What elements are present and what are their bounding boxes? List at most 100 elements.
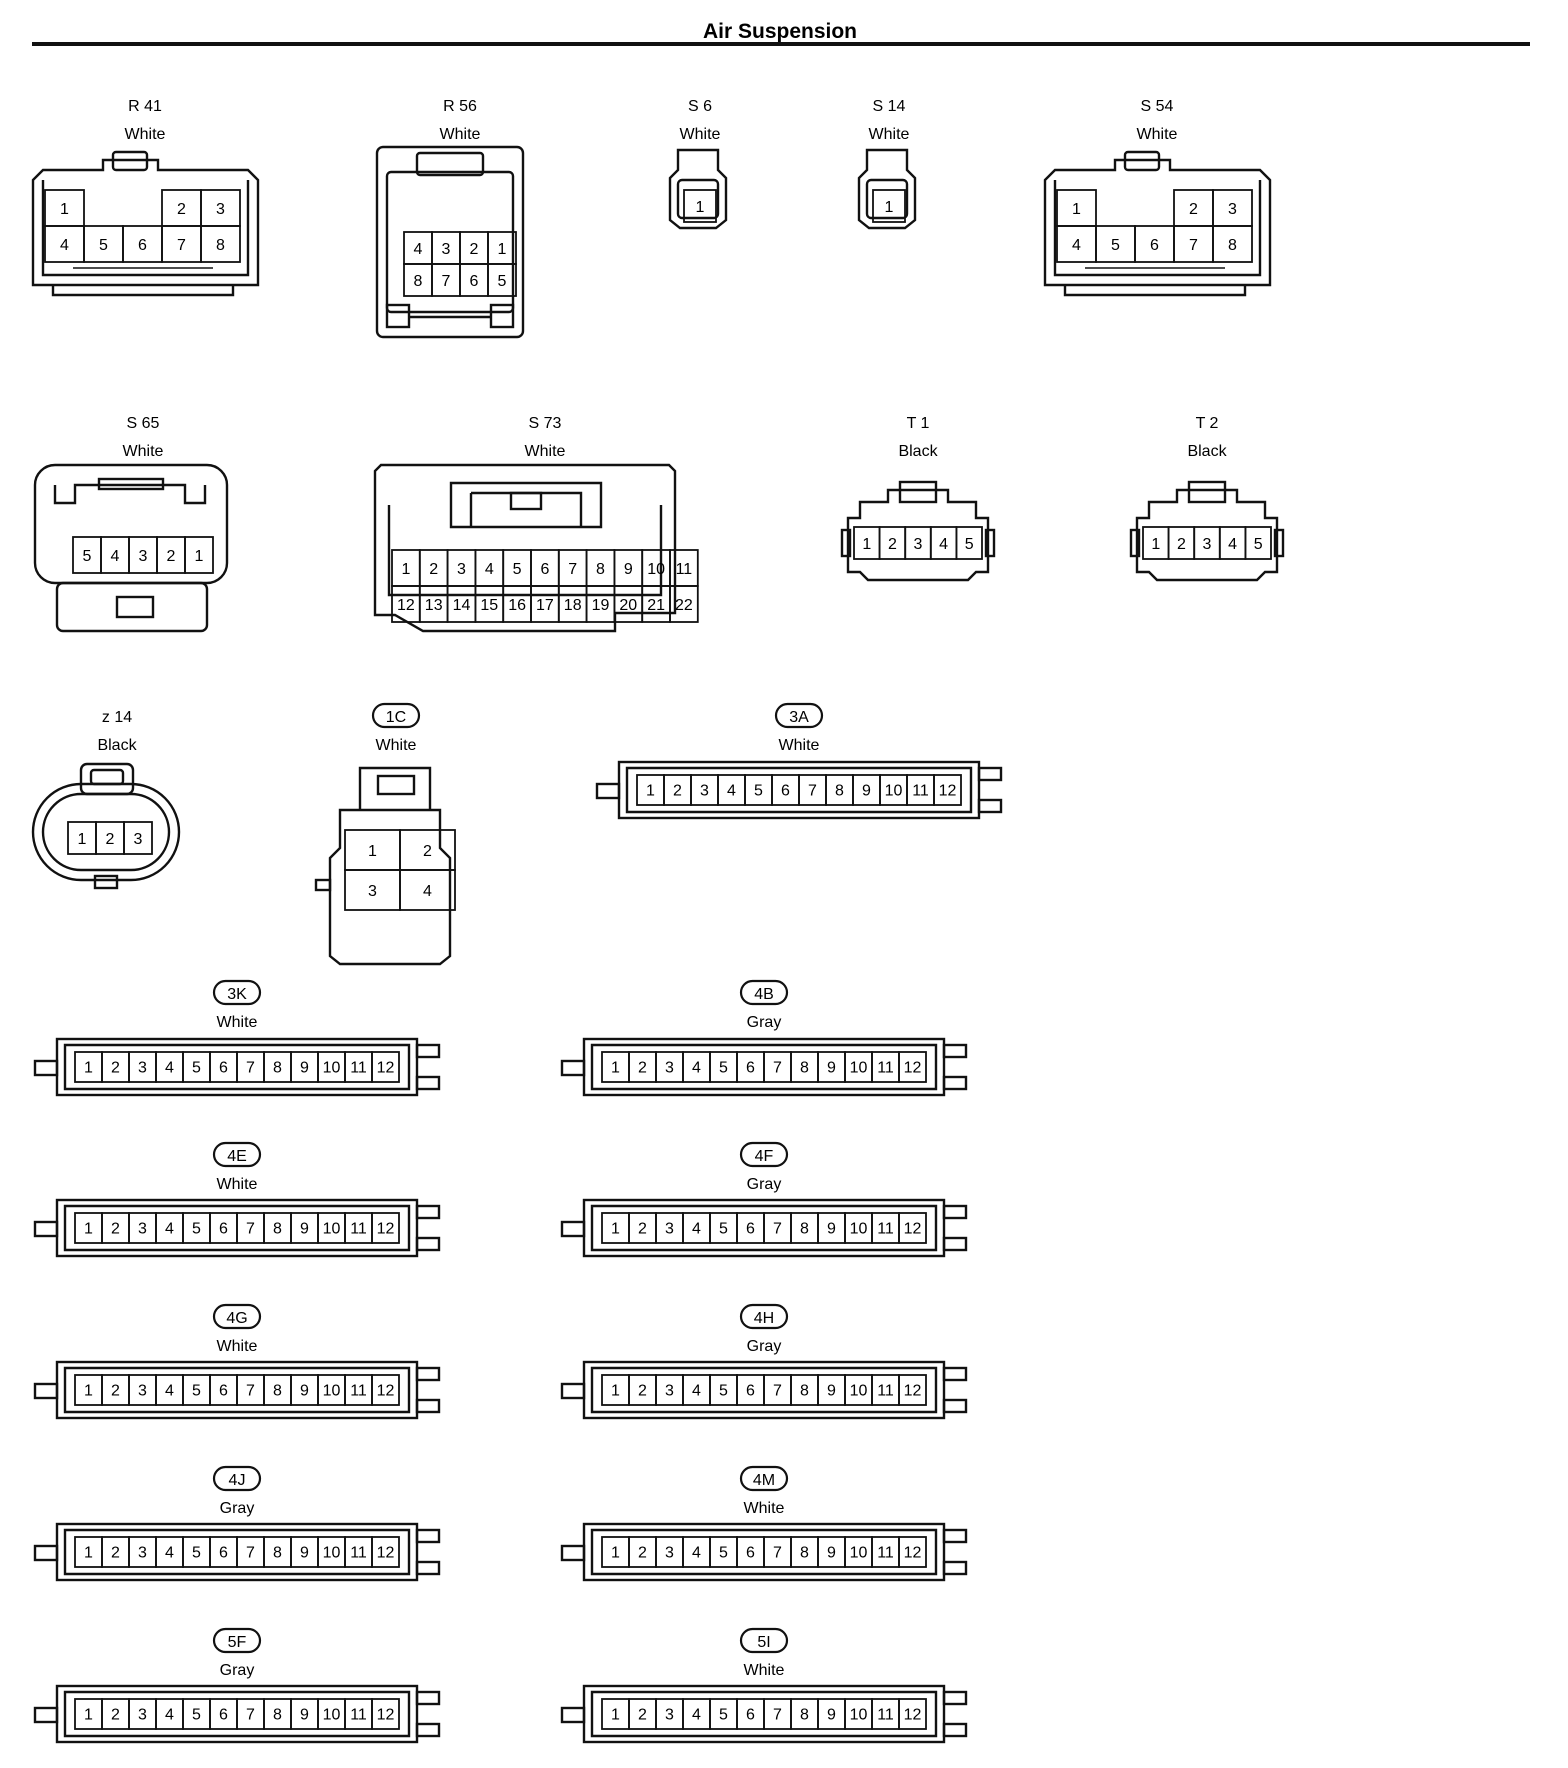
pin-label: 6 [540,561,549,578]
pin-label: 12 [377,1059,395,1076]
pin-label: 7 [246,1544,255,1561]
pin-label: 5 [719,1544,728,1561]
pin-label: 4 [1228,536,1237,553]
pin-label: 1 [646,782,655,799]
end-guide-bottom [942,1075,968,1091]
connector-color: White [869,126,910,143]
housing-inner [1053,180,1262,277]
connector-color: White [217,1338,258,1355]
end-guide-bottom [415,1236,441,1252]
title-rule [32,42,1530,46]
connector-color: White [779,737,820,754]
pin-label: 5 [192,1382,201,1399]
pin-label: 9 [300,1382,309,1399]
connector-housing [668,148,728,230]
pin-cell [683,189,717,223]
pin-label: 10 [850,1544,868,1561]
pin-label: 3 [138,1706,147,1723]
end-guide-top [942,1690,968,1706]
connector-color: White [744,1662,785,1679]
locking-tab [115,595,155,619]
pin-label: 9 [827,1220,836,1237]
side-key [33,1059,59,1077]
pin-label: 8 [273,1382,282,1399]
end-guide-bottom [415,1075,441,1091]
connector-color: Black [97,737,137,754]
pin-label: 3 [216,201,225,218]
pin-label: 11 [877,1544,894,1561]
housing-inner [385,170,515,314]
pin-label: 1 [885,199,894,216]
pin-label: 9 [827,1706,836,1723]
pin-cell [371,1212,400,1244]
locking-tab [415,151,485,177]
pin-label: 4 [939,536,948,553]
housing-inner [63,1204,411,1252]
pin-label: 5 [513,561,522,578]
pin-label: 21 [647,597,665,614]
end-guide-top [942,1204,968,1220]
pin-label: 2 [106,831,115,848]
pin-label: 5 [965,536,974,553]
housing-inner [63,1043,411,1091]
pin-label: 10 [323,1059,341,1076]
connector-color: Gray [747,1014,782,1031]
end-guide-top [415,1204,441,1220]
connector-name: S 14 [873,98,906,115]
pin-label: 10 [323,1706,341,1723]
pin-label: 20 [619,597,637,614]
pin-label: 11 [877,1220,894,1237]
connector-color: Gray [220,1500,255,1517]
pin-label: 7 [246,1059,255,1076]
pin-label: 1 [84,1220,93,1237]
pin-label: 1 [611,1544,620,1561]
pin-label: 10 [323,1220,341,1237]
latch-inner [469,491,583,527]
pin-label: 5 [498,273,507,290]
pin-label: 5 [719,1706,728,1723]
connector-code-badge [739,1303,789,1330]
pin-cell [898,1536,927,1568]
pin-label: 14 [453,597,471,614]
connector-name: 5F [228,1634,247,1651]
pin-label: 10 [850,1382,868,1399]
pin-label: 1 [611,1220,620,1237]
pin-label: 6 [219,1544,228,1561]
pin-label: 8 [273,1706,282,1723]
connector-color: White [680,126,721,143]
housing-inner [63,1690,411,1738]
pin-label: 11 [877,1059,894,1076]
end-guide-bottom [942,1722,968,1738]
pin-label: 3 [914,536,923,553]
pin-label: 10 [850,1220,868,1237]
side-rib [314,878,332,892]
pin-label: 1 [60,201,69,218]
pin-label: 5 [1111,237,1120,254]
pin-label: 1 [498,241,507,258]
pin-label: 7 [568,561,577,578]
pin-label: 8 [273,1059,282,1076]
housing-inner [63,1528,411,1576]
pin-label: 6 [219,1059,228,1076]
connector-lower-body [55,581,209,633]
pin-label: 3 [665,1220,674,1237]
pin-label: 11 [877,1382,894,1399]
connector-code-badge [739,1627,789,1654]
housing-inner [63,1366,411,1414]
pin-label: 2 [1189,201,1198,218]
end-guide-bottom [415,1560,441,1576]
pin-label: 9 [827,1382,836,1399]
connector-name: 4E [227,1148,247,1165]
connector-code-badge [212,1465,262,1492]
end-guide-top [415,1528,441,1544]
pin-label: 10 [850,1706,868,1723]
side-key [33,1544,59,1562]
connector-name: R 41 [128,98,162,115]
